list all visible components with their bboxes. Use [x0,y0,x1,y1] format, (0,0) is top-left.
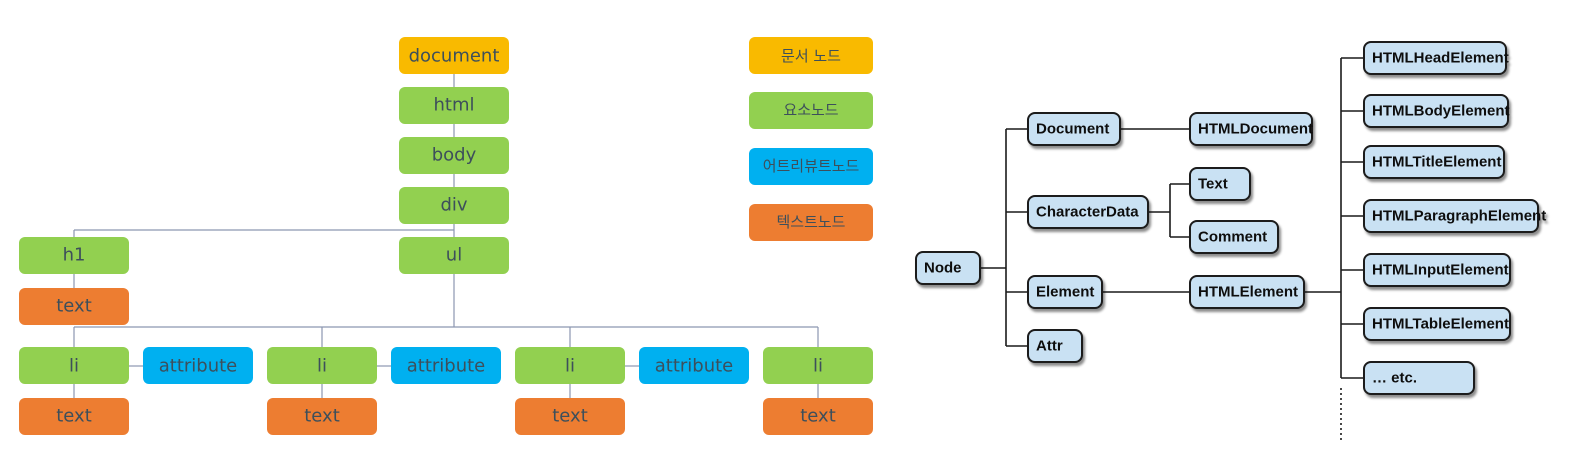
legend: 문서 노드 요소노드 어트리뷰트노드 텍스트노드 [749,37,873,241]
class-hierarchy-connectors [980,57,1364,442]
svg-text:텍스트노드: 텍스트노드 [776,213,845,231]
svg-text:text: text [56,406,92,427]
dom-node-li-3-text: text [515,398,625,435]
svg-text:HTMLTitleElement: HTMLTitleElement [1372,154,1501,171]
svg-text:text: text [56,296,92,317]
svg-text:HTMLTableElement: HTMLTableElement [1372,316,1509,333]
svg-text:Element: Element [1036,284,1094,301]
class-node-text: Text [1189,167,1251,201]
svg-text:ul: ul [446,245,462,266]
svg-text:요소노드: 요소노드 [783,101,838,119]
class-node-htmlparagraphelement: HTMLParagraphElement [1363,199,1546,233]
class-node-htmlinputelement: HTMLInputElement [1363,253,1511,287]
svg-text:li: li [813,356,823,377]
svg-text:HTMLBodyElement: HTMLBodyElement [1372,103,1510,120]
svg-text:li: li [69,356,79,377]
class-node-comment: Comment [1189,220,1279,254]
dom-node-attribute-1: attribute [143,347,253,384]
svg-text:HTMLParagraphElement: HTMLParagraphElement [1372,208,1546,225]
dom-node-li-1-text: text [19,398,129,435]
svg-text:attribute: attribute [655,356,734,377]
svg-text:… etc.: … etc. [1372,370,1417,387]
dom-node-h1-text: text [19,288,129,325]
svg-text:문서 노드: 문서 노드 [781,47,841,65]
svg-text:CharacterData: CharacterData [1036,204,1139,221]
svg-text:attribute: attribute [407,356,486,377]
svg-text:attribute: attribute [159,356,238,377]
legend-item-element: 요소노드 [749,92,873,129]
class-hierarchy: Node Document CharacterData Element Attr… [915,41,1546,442]
svg-text:어트리뷰트노드: 어트리뷰트노드 [763,157,860,175]
svg-text:text: text [304,406,340,427]
dom-node-div: div [399,187,509,224]
dom-node-li-1: li [19,347,129,384]
svg-text:li: li [565,356,575,377]
svg-text:text: text [800,406,836,427]
dom-node-attribute-3: attribute [639,347,749,384]
svg-text:div: div [440,195,467,216]
svg-text:document: document [409,46,500,67]
legend-item-document: 문서 노드 [749,37,873,74]
svg-text:HTMLInputElement: HTMLInputElement [1372,262,1509,279]
class-node-htmltableelement: HTMLTableElement [1363,307,1511,341]
svg-text:h1: h1 [63,245,86,266]
svg-text:Document: Document [1036,121,1109,138]
class-node-htmlheadelement: HTMLHeadElement [1363,41,1509,75]
svg-text:Attr: Attr [1036,338,1063,355]
dom-node-li-3: li [515,347,625,384]
svg-text:Text: Text [1198,176,1228,193]
dom-node-document: document [399,37,509,74]
class-node-etc: … etc. [1363,361,1475,395]
dom-node-li-4-text: text [763,398,873,435]
dom-node-attribute-2: attribute [391,347,501,384]
class-node-element: Element [1027,275,1103,309]
class-node-node: Node [915,251,981,285]
dom-node-ul: ul [399,237,509,274]
class-node-attr: Attr [1027,329,1083,363]
svg-text:HTMLElement: HTMLElement [1198,284,1298,301]
dom-node-li-2-text: text [267,398,377,435]
class-node-htmltitleelement: HTMLTitleElement [1363,145,1505,179]
svg-text:body: body [432,145,477,166]
legend-item-text: 텍스트노드 [749,204,873,241]
class-node-htmlelement: HTMLElement [1189,275,1305,309]
class-node-htmldocument: HTMLDocument [1189,112,1313,146]
legend-item-attribute: 어트리뷰트노드 [749,148,873,185]
dom-node-h1: h1 [19,237,129,274]
class-node-document: Document [1027,112,1121,146]
dom-node-body: body [399,137,509,174]
svg-text:Comment: Comment [1198,229,1267,246]
class-node-htmlbodyelement: HTMLBodyElement [1363,94,1510,128]
svg-text:HTMLDocument: HTMLDocument [1198,121,1313,138]
dom-tree: document html body div h1 text ul [19,37,873,435]
class-node-characterdata: CharacterData [1027,195,1149,229]
dom-node-li-4: li [763,347,873,384]
svg-text:HTMLHeadElement: HTMLHeadElement [1372,50,1509,67]
svg-text:Node: Node [924,260,962,277]
svg-text:li: li [317,356,327,377]
svg-text:html: html [433,95,474,116]
dom-node-li-2: li [267,347,377,384]
svg-text:text: text [552,406,588,427]
dom-node-html: html [399,87,509,124]
